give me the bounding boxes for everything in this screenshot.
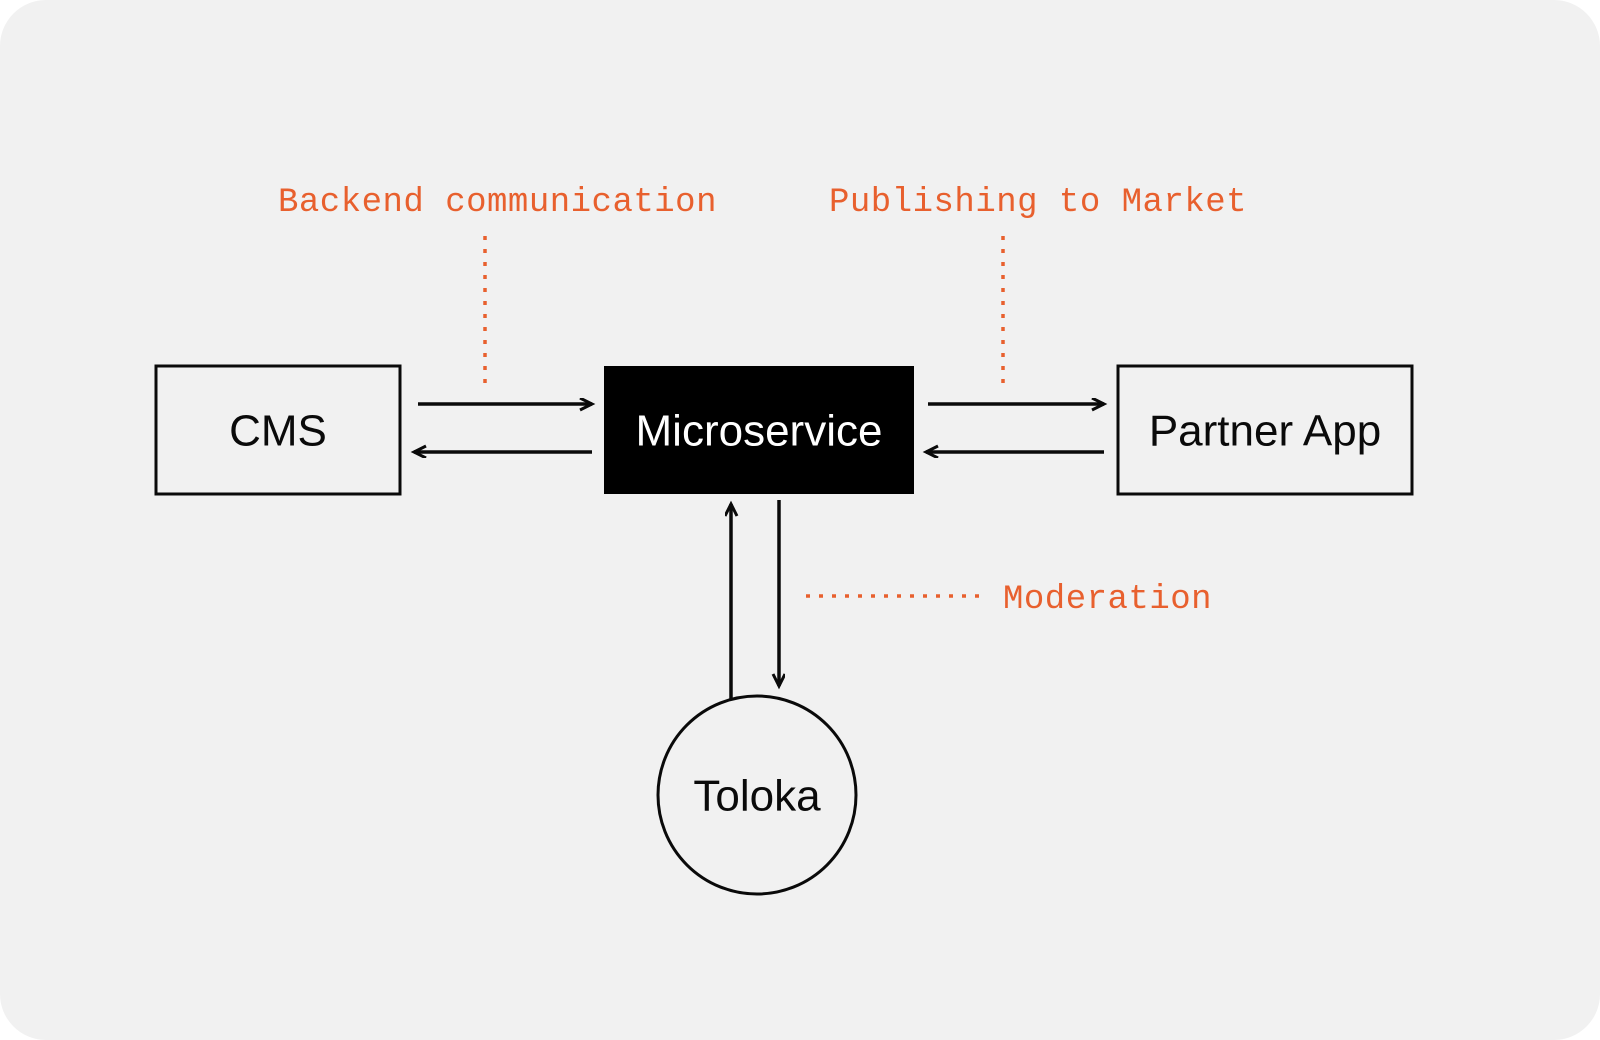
microservice-label: Microservice [636, 407, 883, 456]
node-cms[interactable]: CMS [154, 364, 402, 496]
cms-label: CMS [229, 407, 327, 456]
node-microservice[interactable]: Microservice [604, 366, 914, 494]
annotation-moderation: Moderation [1003, 581, 1212, 619]
partner-app-box[interactable] [1116, 364, 1414, 496]
toloka-circle[interactable] [656, 694, 858, 896]
annotation-backend-communication: Backend communication [278, 184, 717, 222]
cms-box[interactable] [154, 364, 402, 496]
node-partner-app[interactable]: Partner App [1116, 364, 1414, 496]
annotation-labels: Backend communication Publishing to Mark… [278, 184, 1247, 619]
annotation-publishing-to-market: Publishing to Market [829, 184, 1247, 222]
microservice-box[interactable] [604, 366, 914, 494]
annotation-leaders [483, 236, 1005, 598]
toloka-label: Toloka [693, 772, 821, 821]
node-toloka[interactable]: Toloka [656, 694, 858, 896]
partner-app-label: Partner App [1149, 407, 1381, 456]
connection-arrows [414, 404, 1104, 700]
